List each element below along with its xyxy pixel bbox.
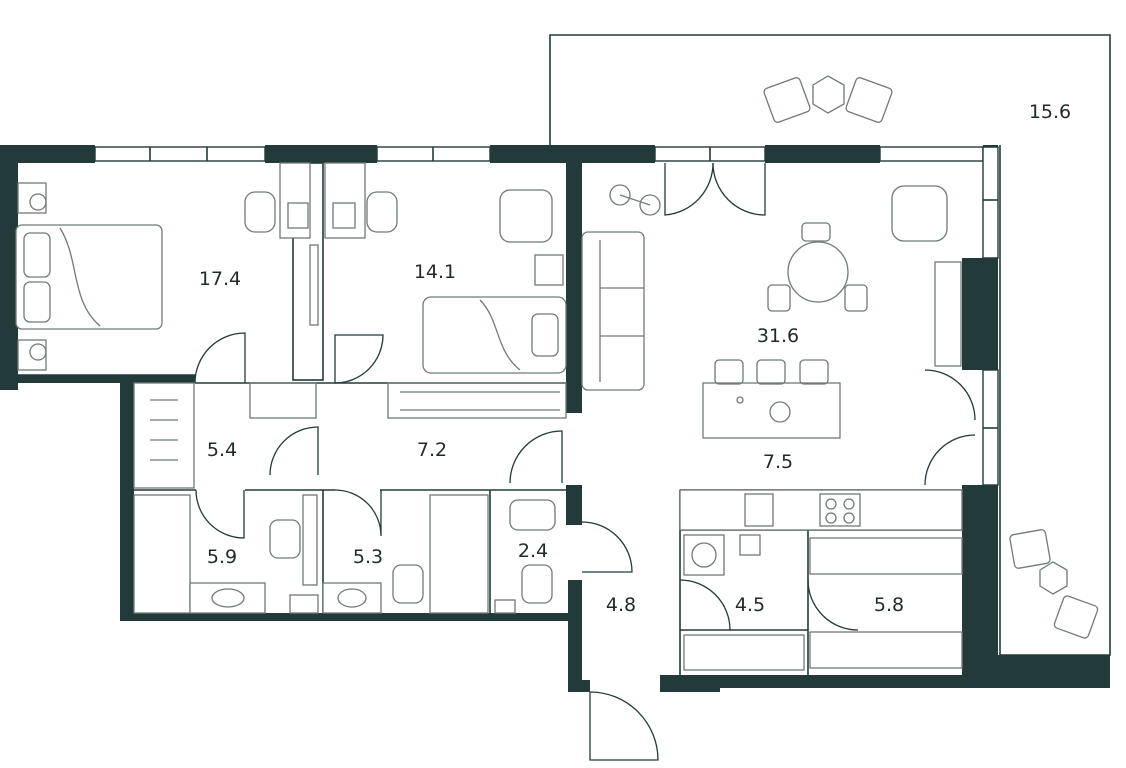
round-table — [767, 222, 868, 312]
area-label-wc: 2.4 — [518, 540, 548, 562]
exterior-walls — [0, 145, 1110, 692]
area-label-wardrobe-2: 5.8 — [874, 594, 904, 616]
sofa — [581, 231, 645, 391]
area-label-bathroom-1: 5.9 — [207, 546, 237, 568]
area-label-laundry: 4.5 — [735, 594, 765, 616]
area-label-kitchen-zone: 7.5 — [763, 451, 793, 473]
kitchen-island — [702, 359, 841, 439]
area-label-wardrobe-1: 5.4 — [207, 439, 237, 461]
area-label-bathroom-2: 5.3 — [353, 546, 383, 568]
floor-lamp — [609, 184, 661, 216]
wardrobe-bedroom-1 — [309, 244, 319, 326]
bathroom-2-fixtures — [322, 494, 489, 614]
wardrobe-5-8 — [809, 537, 963, 669]
area-label-entrance: 4.8 — [606, 594, 636, 616]
wc-fixtures — [494, 499, 556, 614]
area-label-bedroom-1: 17.4 — [199, 268, 241, 290]
desk-2 — [324, 162, 398, 239]
doors — [194, 162, 976, 761]
bed-2 — [422, 254, 567, 374]
wardrobe-hall — [387, 382, 567, 419]
area-label-terrace: 15.6 — [1029, 101, 1071, 123]
area-label-bedroom-2: 14.1 — [414, 261, 456, 283]
area-label-living-kitchen: 31.6 — [757, 325, 799, 347]
kitchen-counter — [679, 489, 963, 531]
windows — [94, 146, 999, 486]
area-labels: 15.6 17.4 14.1 31.6 5.4 7.2 7.5 5.9 5.3 … — [199, 101, 1071, 616]
shoe-rack — [249, 382, 317, 419]
area-label-hall: 7.2 — [417, 439, 447, 461]
wardrobe-5-4 — [133, 382, 195, 489]
armchair-living — [891, 185, 948, 242]
armchair-bedroom-2 — [499, 189, 553, 243]
bed-1 — [15, 182, 163, 371]
laundry-fixtures — [683, 534, 805, 671]
bathroom-1-fixtures — [133, 494, 319, 614]
tv-console — [934, 261, 962, 367]
terrace-furniture — [763, 75, 1099, 639]
desk-1 — [244, 162, 311, 239]
